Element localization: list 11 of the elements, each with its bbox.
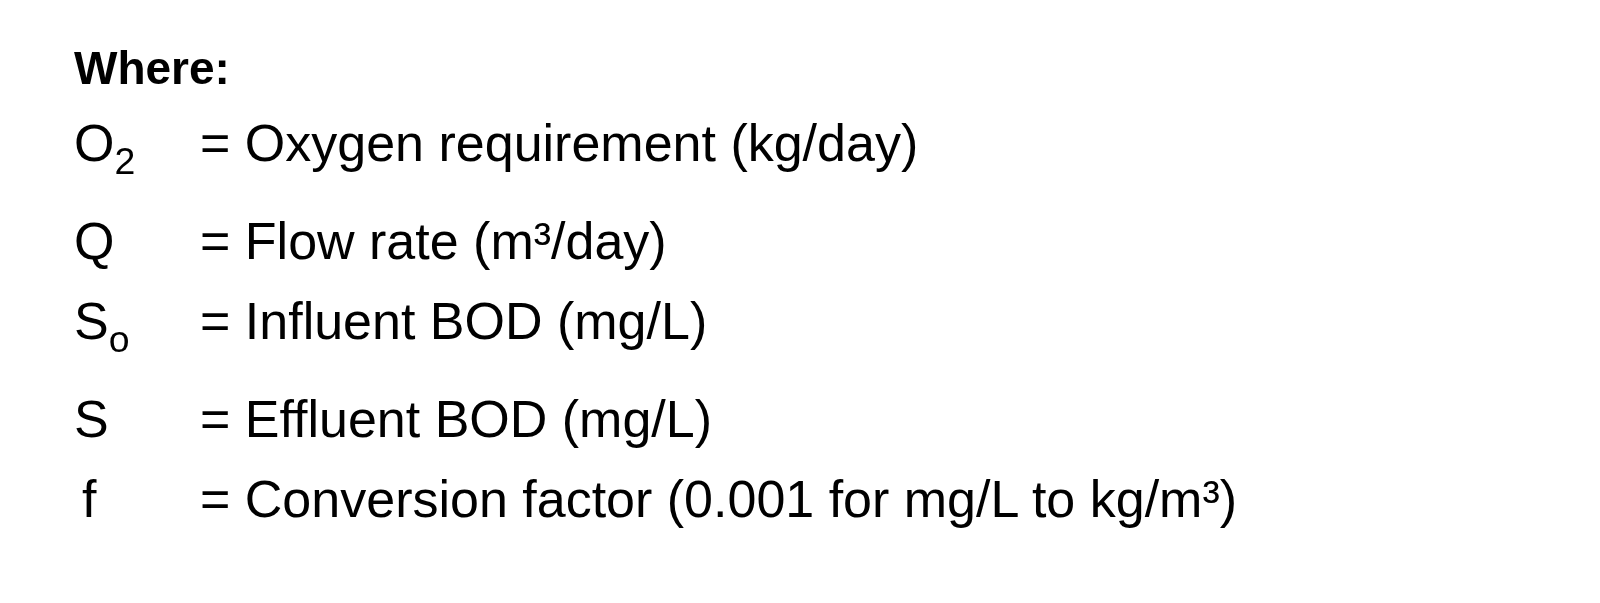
variable-definition: = Flow rate (m³/day) — [200, 212, 668, 271]
variable-definition: = Conversion factor (0.001 for mg/L to kg/m³) — [200, 470, 1239, 529]
variable-definition: = Influent BOD (mg/L) — [200, 292, 709, 351]
variable-symbol: S — [74, 390, 109, 449]
variable-symbol: Q — [74, 212, 115, 271]
variable-definition: = Effluent BOD (mg/L) — [200, 390, 714, 449]
variable-symbol: O$_{2}$ — [74, 114, 136, 185]
heading: Where: — [74, 41, 230, 96]
variable-symbol: f — [81, 470, 97, 529]
variable-symbol: S$_{o}$ — [74, 292, 130, 363]
variable-definition: = Oxygen requirement (kg/day) — [200, 114, 920, 172]
